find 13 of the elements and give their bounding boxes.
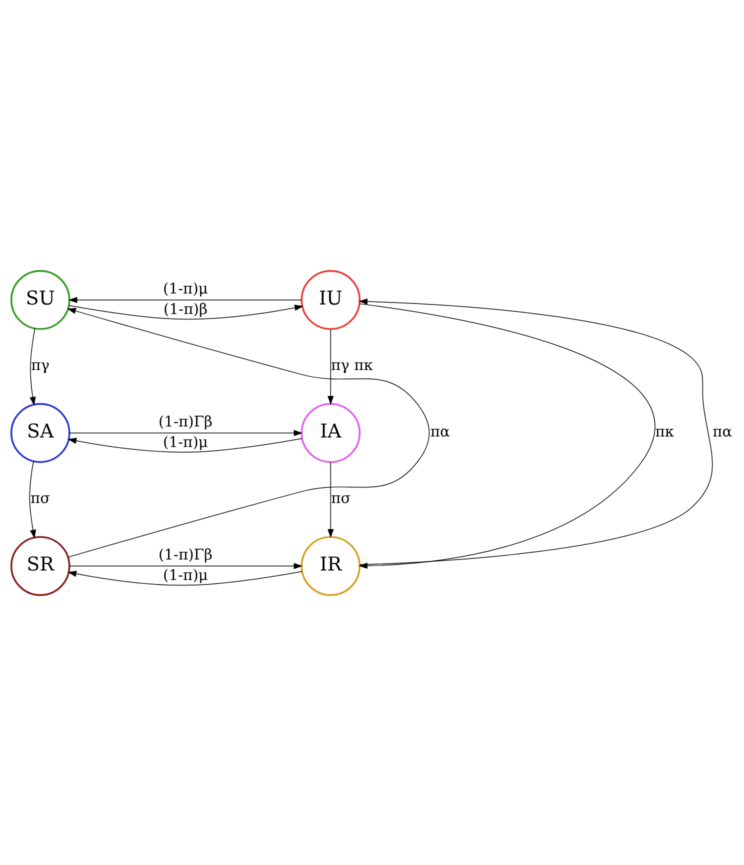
edge-label: (1-π)μ [163,433,208,450]
edge-label: πγ πκ [331,356,373,374]
edge-label: (1-π)Γβ [158,546,213,563]
edge-label: (1-π)Γβ [158,412,213,430]
edge-label: πκ [655,423,674,440]
edge-label: (1-π)β [164,300,208,318]
edge-label: πσ [30,490,50,507]
edge-label: (1-π)μ [163,280,208,297]
edge-label: πσ [331,490,351,507]
edge-label: (1-π)μ [163,566,208,584]
edge-label: πα [430,423,450,440]
edge-label: πα [712,423,732,440]
edge-label: πγ [31,356,50,374]
